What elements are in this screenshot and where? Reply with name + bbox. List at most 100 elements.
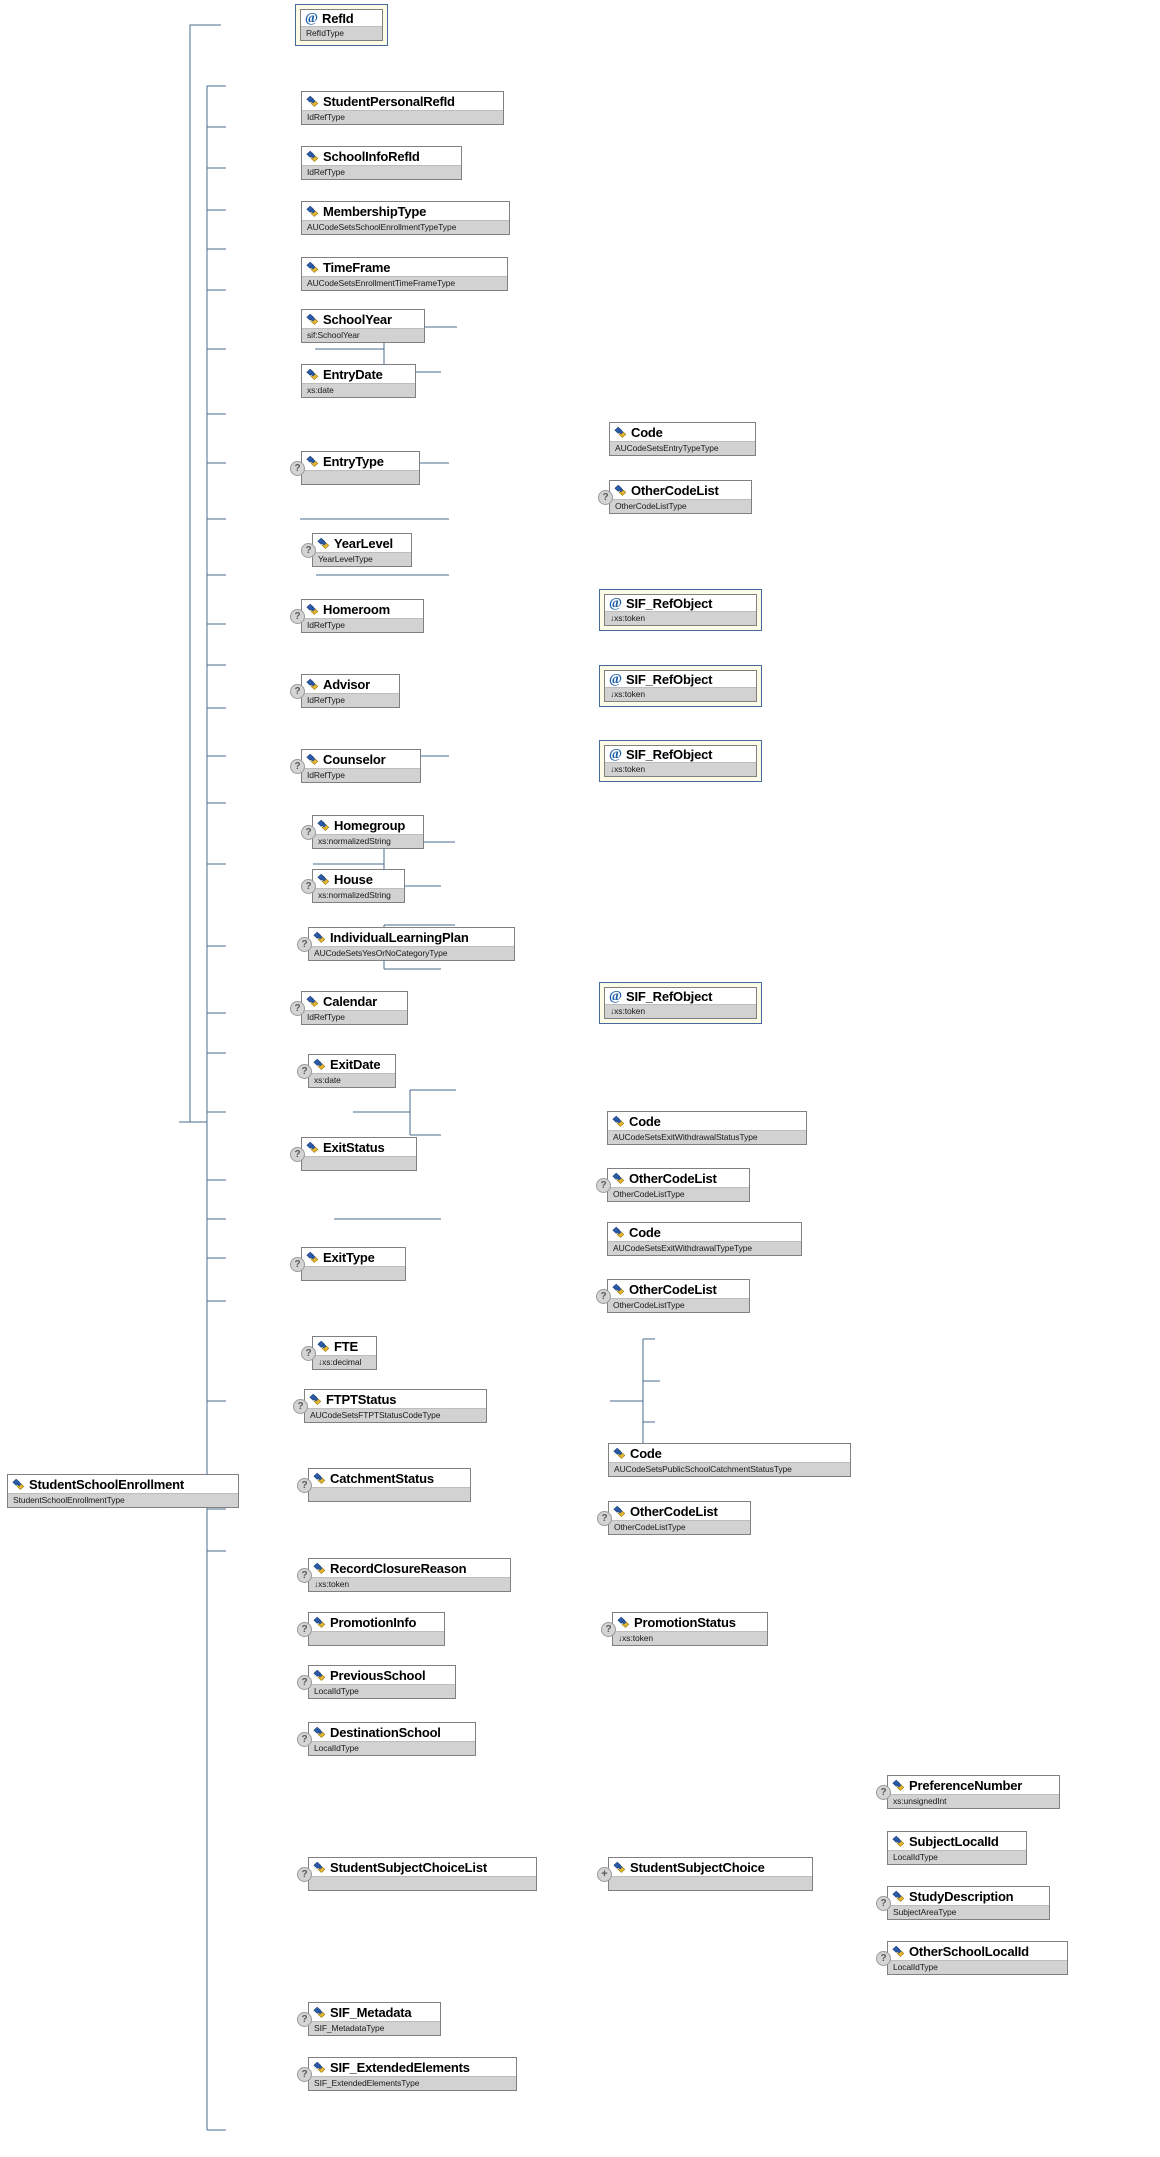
schema-node-promotionstatus[interactable]: PromotionStatus↓xs:token [612, 1612, 768, 1646]
optional-badge[interactable]: ? [297, 937, 312, 952]
optional-badge[interactable]: ? [301, 543, 316, 558]
optional-badge[interactable]: ? [290, 1257, 305, 1272]
optional-badge[interactable]: ? [597, 1511, 612, 1526]
at-sign-icon: @ [305, 11, 319, 26]
optional-badge[interactable]: ? [290, 684, 305, 699]
schema-node-homeroom-ref[interactable]: @SIF_RefObject↓xs:token [599, 589, 762, 631]
optional-badge[interactable]: ? [297, 2012, 312, 2027]
node-header: FTE [313, 1337, 376, 1355]
node-type: LocalIdType [888, 1850, 1026, 1864]
node-header: StudentSubjectChoiceList [309, 1858, 536, 1876]
optional-badge[interactable]: ? [297, 2067, 312, 2082]
node-header: @SIF_RefObject [605, 746, 756, 762]
optional-badge[interactable]: ? [297, 1064, 312, 1079]
element-icon [313, 1669, 326, 1682]
optional-badge[interactable]: ? [297, 1867, 312, 1882]
node-type: xs:date [309, 1073, 395, 1087]
node-type: IdRefType [302, 768, 420, 782]
node-name: StudentSchoolEnrollment [29, 1477, 185, 1492]
optional-badge[interactable]: ? [601, 1622, 616, 1637]
schema-node-recordclosurereason[interactable]: RecordClosureReason↓xs:token [308, 1558, 511, 1592]
node-type: IdRefType [302, 618, 423, 632]
optional-badge[interactable]: ? [297, 1568, 312, 1583]
optional-badge[interactable]: ? [876, 1951, 891, 1966]
node-header: PreferenceNumber [888, 1776, 1059, 1794]
at-sign-icon: @ [609, 989, 623, 1004]
node-name: SIF_RefObject [626, 747, 713, 762]
schema-node-exittype[interactable]: ExitType [301, 1247, 406, 1281]
schema-node-ssc[interactable]: StudentSubjectChoice [608, 1857, 813, 1891]
node-header: OtherCodeList [608, 1280, 749, 1298]
optional-badge[interactable]: ? [876, 1785, 891, 1800]
schema-node-calendar-ref[interactable]: @SIF_RefObject↓xs:token [599, 982, 762, 1024]
optional-badge[interactable]: ? [596, 1289, 611, 1304]
optional-badge[interactable]: ? [293, 1399, 308, 1414]
optional-badge[interactable]: ? [290, 1147, 305, 1162]
schema-node-fte[interactable]: FTE↓xs:decimal [312, 1336, 377, 1370]
expand-badge[interactable]: + [597, 1867, 612, 1882]
node-type: AUCodeSetsYesOrNoCategoryType [309, 946, 514, 960]
optional-badge[interactable]: ? [301, 879, 316, 894]
schema-node-entrytype[interactable]: EntryType [301, 451, 420, 485]
node-type: AUCodeSetsPublicSchoolCatchmentStatusTyp… [609, 1462, 850, 1476]
optional-badge[interactable]: ? [301, 825, 316, 840]
optional-badge[interactable]: ? [598, 490, 613, 505]
optional-badge[interactable]: ? [301, 1346, 316, 1361]
optional-badge[interactable]: ? [297, 1675, 312, 1690]
node-type: ↓xs:token [605, 762, 756, 776]
schema-node-exitstatus[interactable]: ExitStatus [301, 1137, 417, 1171]
optional-badge[interactable]: ? [297, 1622, 312, 1637]
node-name: SIF_RefObject [626, 672, 713, 687]
optional-badge[interactable]: ? [297, 1732, 312, 1747]
optional-badge[interactable]: ? [290, 461, 305, 476]
schema-node-advisor-ref[interactable]: @SIF_RefObject↓xs:token [599, 665, 762, 707]
optional-badge[interactable]: ? [596, 1178, 611, 1193]
optional-badge[interactable]: ? [876, 1896, 891, 1911]
schema-node-counselor-ref[interactable]: @SIF_RefObject↓xs:token [599, 740, 762, 782]
optional-badge[interactable]: ? [290, 609, 305, 624]
schema-node-catchmentstatus[interactable]: CatchmentStatus [308, 1468, 471, 1502]
optional-badge[interactable]: ? [290, 759, 305, 774]
schema-node-ssclist[interactable]: StudentSubjectChoiceList [308, 1857, 537, 1891]
optional-badge[interactable]: ? [290, 1001, 305, 1016]
node-header: StudentSubjectChoice [609, 1858, 812, 1876]
element-icon [892, 1890, 905, 1903]
schema-node-promotioninfo[interactable]: PromotionInfo [308, 1612, 445, 1646]
optional-badge[interactable]: ? [297, 1478, 312, 1493]
